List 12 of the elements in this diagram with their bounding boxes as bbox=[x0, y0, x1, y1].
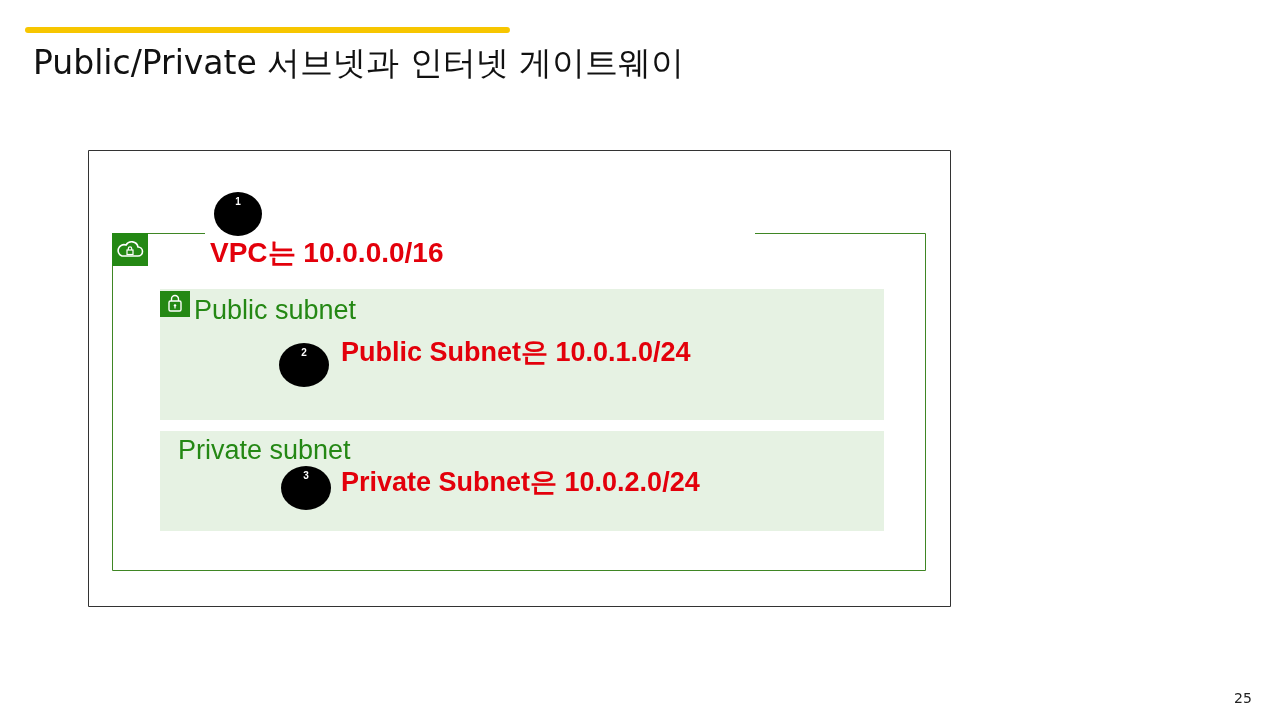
slide-title: Public/Private 서브넷과 인터넷 게이트웨이 bbox=[33, 42, 685, 84]
callout-number: 2 bbox=[279, 343, 329, 387]
subnet-panel bbox=[160, 431, 884, 531]
annotation-text: VPC는 10.0.0.0/16 bbox=[210, 236, 444, 270]
group-title: Public subnet bbox=[194, 297, 357, 324]
callout-number: 1 bbox=[214, 192, 262, 236]
annotation-text: Public Subnet은 10.0.1.0/24 bbox=[341, 336, 691, 369]
group-title: Private subnet bbox=[178, 437, 351, 464]
subnet-panel bbox=[160, 289, 884, 420]
annotation-text: Private Subnet은 10.0.2.0/24 bbox=[341, 466, 700, 499]
callout-number: 3 bbox=[281, 466, 331, 510]
page-number: 25 bbox=[1234, 690, 1252, 706]
